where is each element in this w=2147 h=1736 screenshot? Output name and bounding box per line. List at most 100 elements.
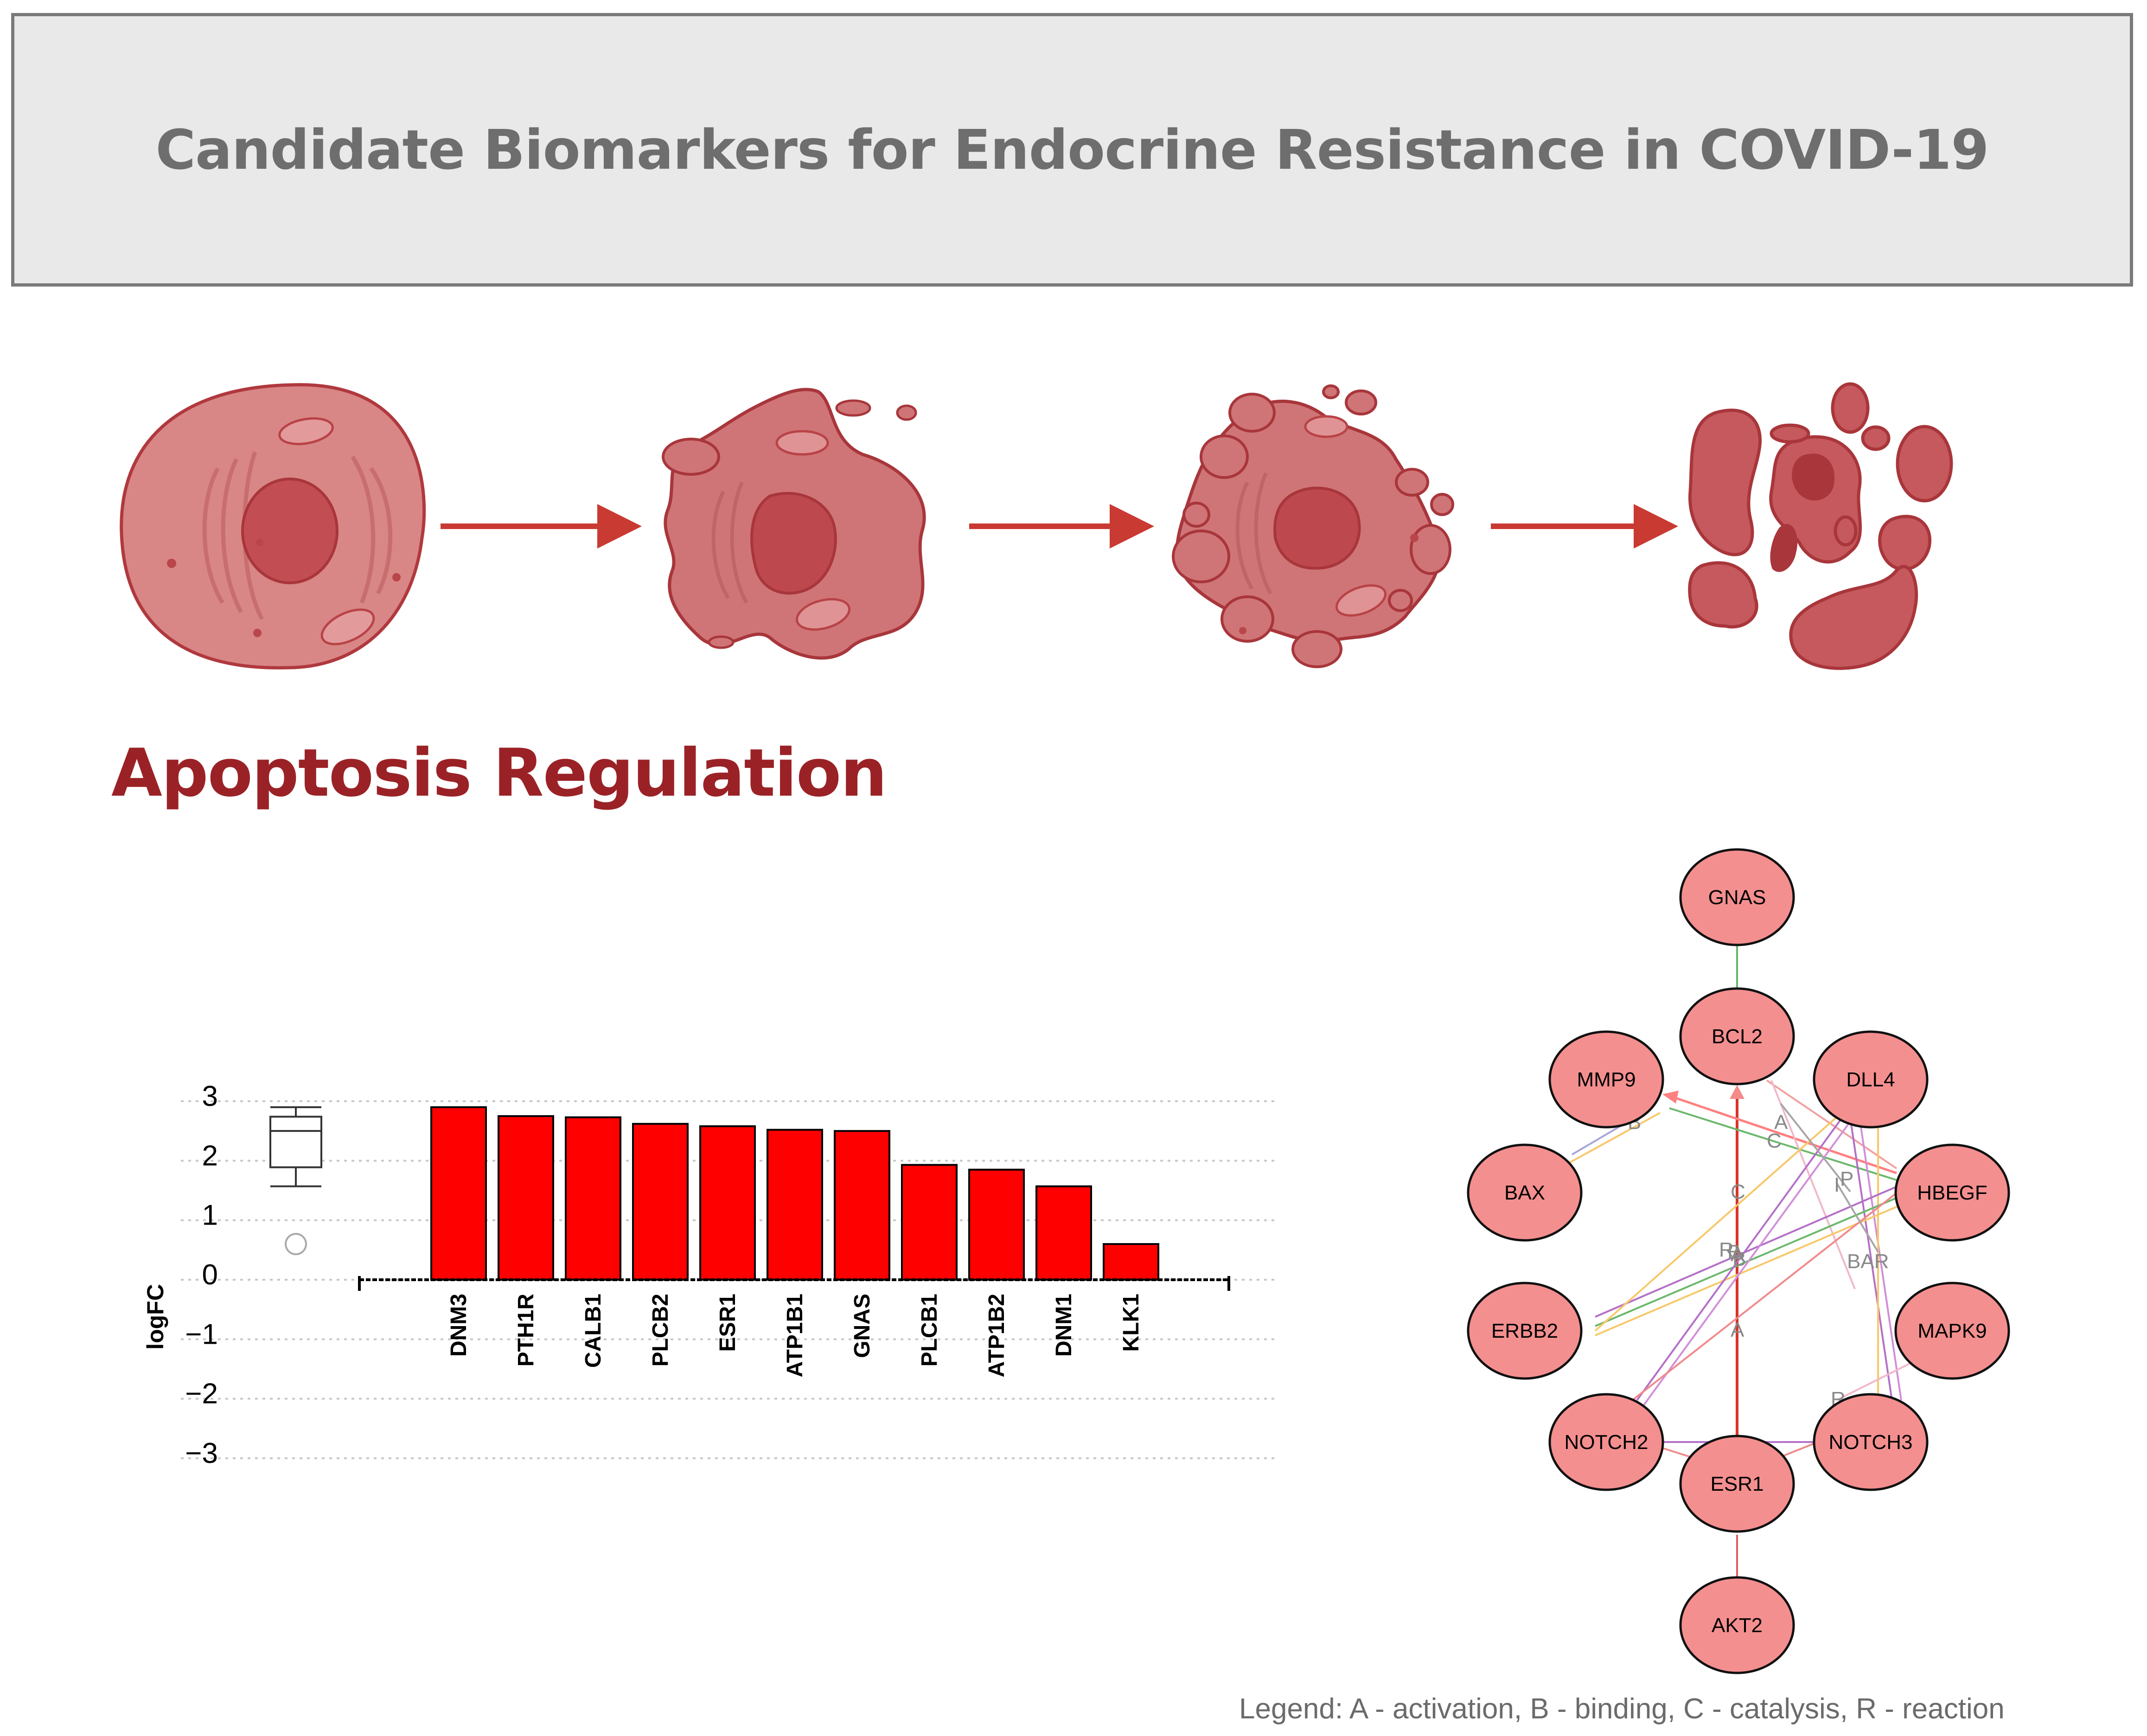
node-mapk9[interactable]: MAPK9 (1894, 1282, 2010, 1380)
node-gnas[interactable]: GNAS (1679, 848, 1795, 946)
edge-notch2-dll4 (1636, 1112, 1847, 1401)
edge-mmp9-hbegf (1664, 1093, 1897, 1174)
node-dll4[interactable]: DLL4 (1813, 1030, 1929, 1129)
x-tick-label: GNAS (850, 1294, 875, 1358)
y-tick-label: −3 (185, 1437, 218, 1469)
bar-plcb1 (901, 1164, 958, 1281)
x-tick-label: ATP1B2 (984, 1294, 1009, 1378)
node-label: MMP9 (1577, 1068, 1636, 1091)
node-label: ESR1 (1711, 1473, 1764, 1495)
edge-label: R (1719, 1238, 1734, 1261)
edge-label: B (1732, 1248, 1746, 1270)
node-label: AKT2 (1712, 1614, 1763, 1637)
x-tick-label: PLCB2 (648, 1294, 673, 1366)
edge-label: A (1731, 1243, 1744, 1266)
network-edges (1567, 946, 1920, 1581)
x-tick-label: DNM3 (447, 1294, 471, 1357)
edge-erbb2-hbegf-2 (1595, 1193, 1906, 1327)
bar-plcb2 (632, 1123, 689, 1281)
edge-label: C (1767, 1130, 1782, 1152)
node-label: BAX (1504, 1181, 1545, 1204)
edge-bcl2-grey (1780, 1103, 1851, 1193)
y-tick-label: 0 (202, 1259, 218, 1291)
edge-dll4-notch3-2 (1859, 1117, 1902, 1401)
node-esr1[interactable]: ESR1 (1679, 1435, 1795, 1533)
edge-arrowhead-bcl2 (1730, 1085, 1744, 1099)
x-tick-label: KLK1 (1119, 1294, 1144, 1352)
edge-bcl2-mapk9 (1770, 1080, 1856, 1289)
node-akt2[interactable]: AKT2 (1679, 1576, 1795, 1674)
boxplot-outlier (285, 1233, 307, 1255)
x-tick-label: ESR1 (716, 1294, 740, 1352)
bar-gnas (834, 1130, 890, 1281)
edge-bax-mmp9-2 (1567, 1112, 1661, 1165)
section-title: Apoptosis Regulation (111, 735, 887, 811)
y-tick-label: −2 (185, 1378, 218, 1410)
edge-label: P (1840, 1168, 1853, 1190)
x-tick-label: CALB1 (581, 1294, 606, 1368)
apoptotic-bodies (1688, 382, 1953, 670)
edge-notch2-hbegf (1631, 1188, 1902, 1401)
edge-label: B (1727, 1241, 1741, 1264)
edge-bcl2-hbegf (1766, 1079, 1898, 1169)
node-label: BCL2 (1712, 1025, 1763, 1048)
node-label: DLL4 (1846, 1068, 1895, 1091)
chart-y-axis-label: logFC (142, 1284, 168, 1350)
bar-esr1 (699, 1125, 756, 1281)
edge-mmp9-hbegf-2 (1669, 1107, 1897, 1181)
y-tick-label: −1 (185, 1318, 218, 1350)
node-notch2[interactable]: NOTCH2 (1548, 1393, 1664, 1491)
node-label: GNAS (1708, 886, 1766, 909)
chart-baseline (358, 1276, 1230, 1291)
edge-label: BAR (1847, 1250, 1889, 1273)
node-erbb2[interactable]: ERBB2 (1467, 1282, 1583, 1380)
apoptosis-illustration (120, 382, 1953, 670)
page-title: Candidate Biomarkers for Endocrine Resis… (155, 118, 1989, 182)
edge-label: C (1731, 1181, 1745, 1203)
node-notch3[interactable]: NOTCH3 (1813, 1393, 1929, 1491)
node-label: ERBB2 (1491, 1320, 1558, 1342)
edge-dll4-notch3 (1849, 1117, 1893, 1401)
x-tick-label: PLCB1 (917, 1294, 942, 1366)
x-tick-label: PTH1R (514, 1294, 538, 1366)
edge-arrowhead-mmp9 (1662, 1091, 1679, 1104)
edge-erbb2-dll4 (1594, 1117, 1837, 1332)
node-mmp9[interactable]: MMP9 (1548, 1030, 1664, 1129)
node-label: MAPK9 (1917, 1320, 1987, 1342)
chart-x-labels: DNM3 PTH1R CALB1 PLCB2 ESR1 ATP1B1 GNAS PLCB1 AT… (447, 1294, 1144, 1378)
edge-label: A (1774, 1111, 1788, 1134)
network-legend: Legend: A - activation, B - binding, C -… (1239, 1693, 2005, 1725)
bar-atp1b2 (968, 1168, 1025, 1281)
node-label: NOTCH2 (1565, 1431, 1649, 1454)
blebbing-cell (1172, 384, 1454, 668)
node-label: HBEGF (1917, 1181, 1987, 1204)
node-hbegf[interactable]: HBEGF (1894, 1143, 2010, 1242)
bar-dnm3 (430, 1106, 487, 1281)
bar-pth1r (498, 1115, 554, 1281)
chart-y-ticks: 3 2 1 0 −1 −2 −3 (185, 1080, 218, 1469)
edge-mapk9-hbegf-grey (1835, 1181, 1879, 1253)
network-nodes: GNAS BCL2 MMP9 DLL4 BAX HBEGF ERBB2 MAPK… (1467, 848, 2010, 1674)
x-tick-label: DNM1 (1052, 1294, 1076, 1357)
node-bax[interactable]: BAX (1467, 1143, 1583, 1242)
chart-boxplot (269, 1106, 322, 1255)
y-tick-label: 1 (202, 1200, 218, 1232)
edge-label: A (1731, 1319, 1744, 1341)
edge-label: I (1834, 1174, 1840, 1196)
node-bcl2[interactable]: BCL2 (1679, 987, 1795, 1085)
chart-bars (430, 1106, 1159, 1281)
edge-notch2-dll4-2 (1643, 1114, 1856, 1406)
boxplot-box (269, 1116, 322, 1168)
y-tick-label: 2 (202, 1140, 218, 1172)
bar-atp1b1 (767, 1129, 823, 1281)
x-tick-label: ATP1B1 (783, 1294, 807, 1378)
shrinking-cell (662, 388, 926, 660)
edge-notch3-mapk9 (1836, 1358, 1920, 1401)
healthy-cell (120, 383, 426, 670)
y-tick-label: 3 (202, 1080, 218, 1112)
bar-klk1 (1103, 1243, 1159, 1281)
node-label: NOTCH3 (1829, 1431, 1913, 1454)
title-banner: Candidate Biomarkers for Endocrine Resis… (11, 13, 2133, 287)
